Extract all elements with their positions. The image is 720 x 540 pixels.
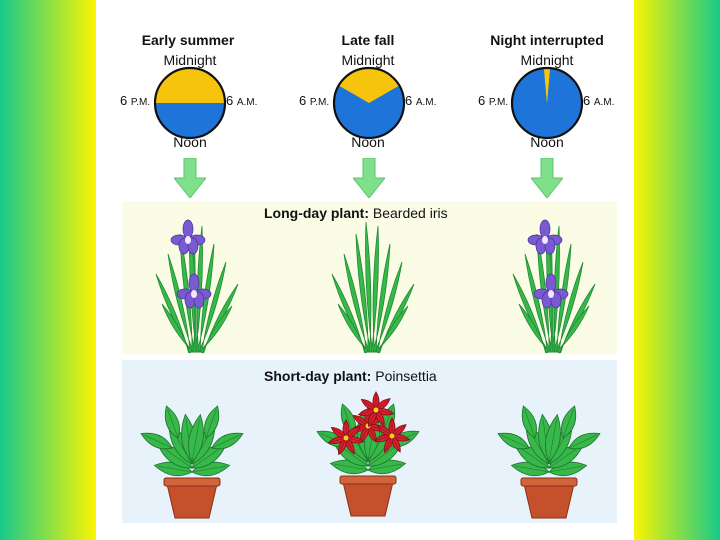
leaf — [343, 253, 370, 353]
red-bract — [330, 426, 347, 439]
am-label-2: 6 A.M. — [405, 93, 437, 108]
midnight-label-1: Midnight — [163, 52, 217, 68]
leaf — [140, 432, 173, 450]
leaf — [355, 233, 372, 353]
pot-rim — [163, 477, 221, 487]
down-arrow-icon — [353, 158, 385, 198]
poinsettia-plant-no-flowers — [140, 405, 244, 519]
flower-pot — [523, 483, 575, 519]
light-interruption — [543, 68, 551, 103]
clock-outline — [332, 66, 406, 140]
leaf — [211, 432, 244, 450]
iris-flower — [533, 273, 569, 309]
iris-plant-no-flowers — [331, 221, 415, 354]
column-title-late-fall: Late fall — [341, 32, 395, 48]
leaf — [164, 405, 180, 439]
down-arrow-icon — [174, 158, 206, 198]
pm-label-1: 6 P.M. — [120, 93, 151, 108]
am-label-3: 6 A.M. — [583, 93, 615, 108]
leaf — [204, 405, 220, 439]
pm-label-3: 6 P.M. — [478, 93, 509, 108]
leaf — [167, 253, 194, 353]
midnight-label-3: Midnight — [520, 52, 574, 68]
pm-label-2: 6 P.M. — [299, 93, 330, 108]
iris-flower — [527, 219, 563, 255]
clock-outline — [153, 66, 227, 140]
clock-night-interrupted — [510, 66, 584, 140]
night-wedge — [512, 68, 582, 139]
long-day-title: Long-day plant: Bearded iris — [264, 205, 448, 221]
leaf — [337, 303, 369, 354]
column-title-early-summer: Early summer — [141, 32, 235, 48]
leaf — [518, 303, 550, 354]
iris-flower — [176, 273, 212, 309]
short-day-title: Short-day plant: Poinsettia — [264, 368, 437, 384]
flower-center — [343, 435, 349, 441]
flower-center — [373, 407, 379, 413]
red-bract — [360, 398, 377, 411]
iris-flower — [170, 219, 206, 255]
leaf — [497, 432, 530, 450]
leaf — [545, 413, 561, 463]
flower-center — [389, 433, 395, 439]
leaf — [372, 243, 391, 353]
leaf — [551, 225, 560, 353]
night-wedge — [334, 85, 404, 138]
leaf — [198, 261, 227, 353]
flower-pot — [342, 481, 394, 517]
clock-outline — [510, 66, 584, 140]
leaf — [568, 432, 601, 450]
midnight-label-2: Midnight — [341, 52, 395, 68]
leaf — [374, 261, 403, 353]
pot-rim — [339, 475, 397, 485]
red-bract — [352, 414, 369, 427]
leaf — [561, 405, 577, 439]
poinsettia-plant-flowering — [316, 391, 420, 517]
leaf — [375, 305, 409, 354]
down-arrow-icon — [531, 158, 563, 198]
leaf — [161, 303, 193, 354]
leaf — [555, 261, 584, 353]
leaf — [365, 221, 374, 353]
iris-plant-flowering — [155, 219, 239, 354]
am-label-1: 6 A.M. — [226, 93, 258, 108]
pot-rim — [520, 477, 578, 487]
poinsettia-plant-no-flowers — [497, 405, 601, 519]
red-bract — [376, 424, 393, 437]
night-wedge — [155, 103, 225, 138]
leaf — [370, 225, 379, 353]
iris-plant-flowering — [512, 219, 596, 354]
leaf — [521, 405, 537, 439]
column-title-night-interrupted: Night interrupted — [490, 32, 604, 48]
clock-early-summer — [153, 66, 227, 140]
flower-pot — [166, 483, 218, 519]
clock-late-fall — [332, 66, 406, 140]
leaf — [188, 413, 204, 463]
leaf — [199, 305, 233, 354]
leaf — [556, 305, 590, 354]
leaf — [524, 253, 551, 353]
leaf — [194, 225, 203, 353]
